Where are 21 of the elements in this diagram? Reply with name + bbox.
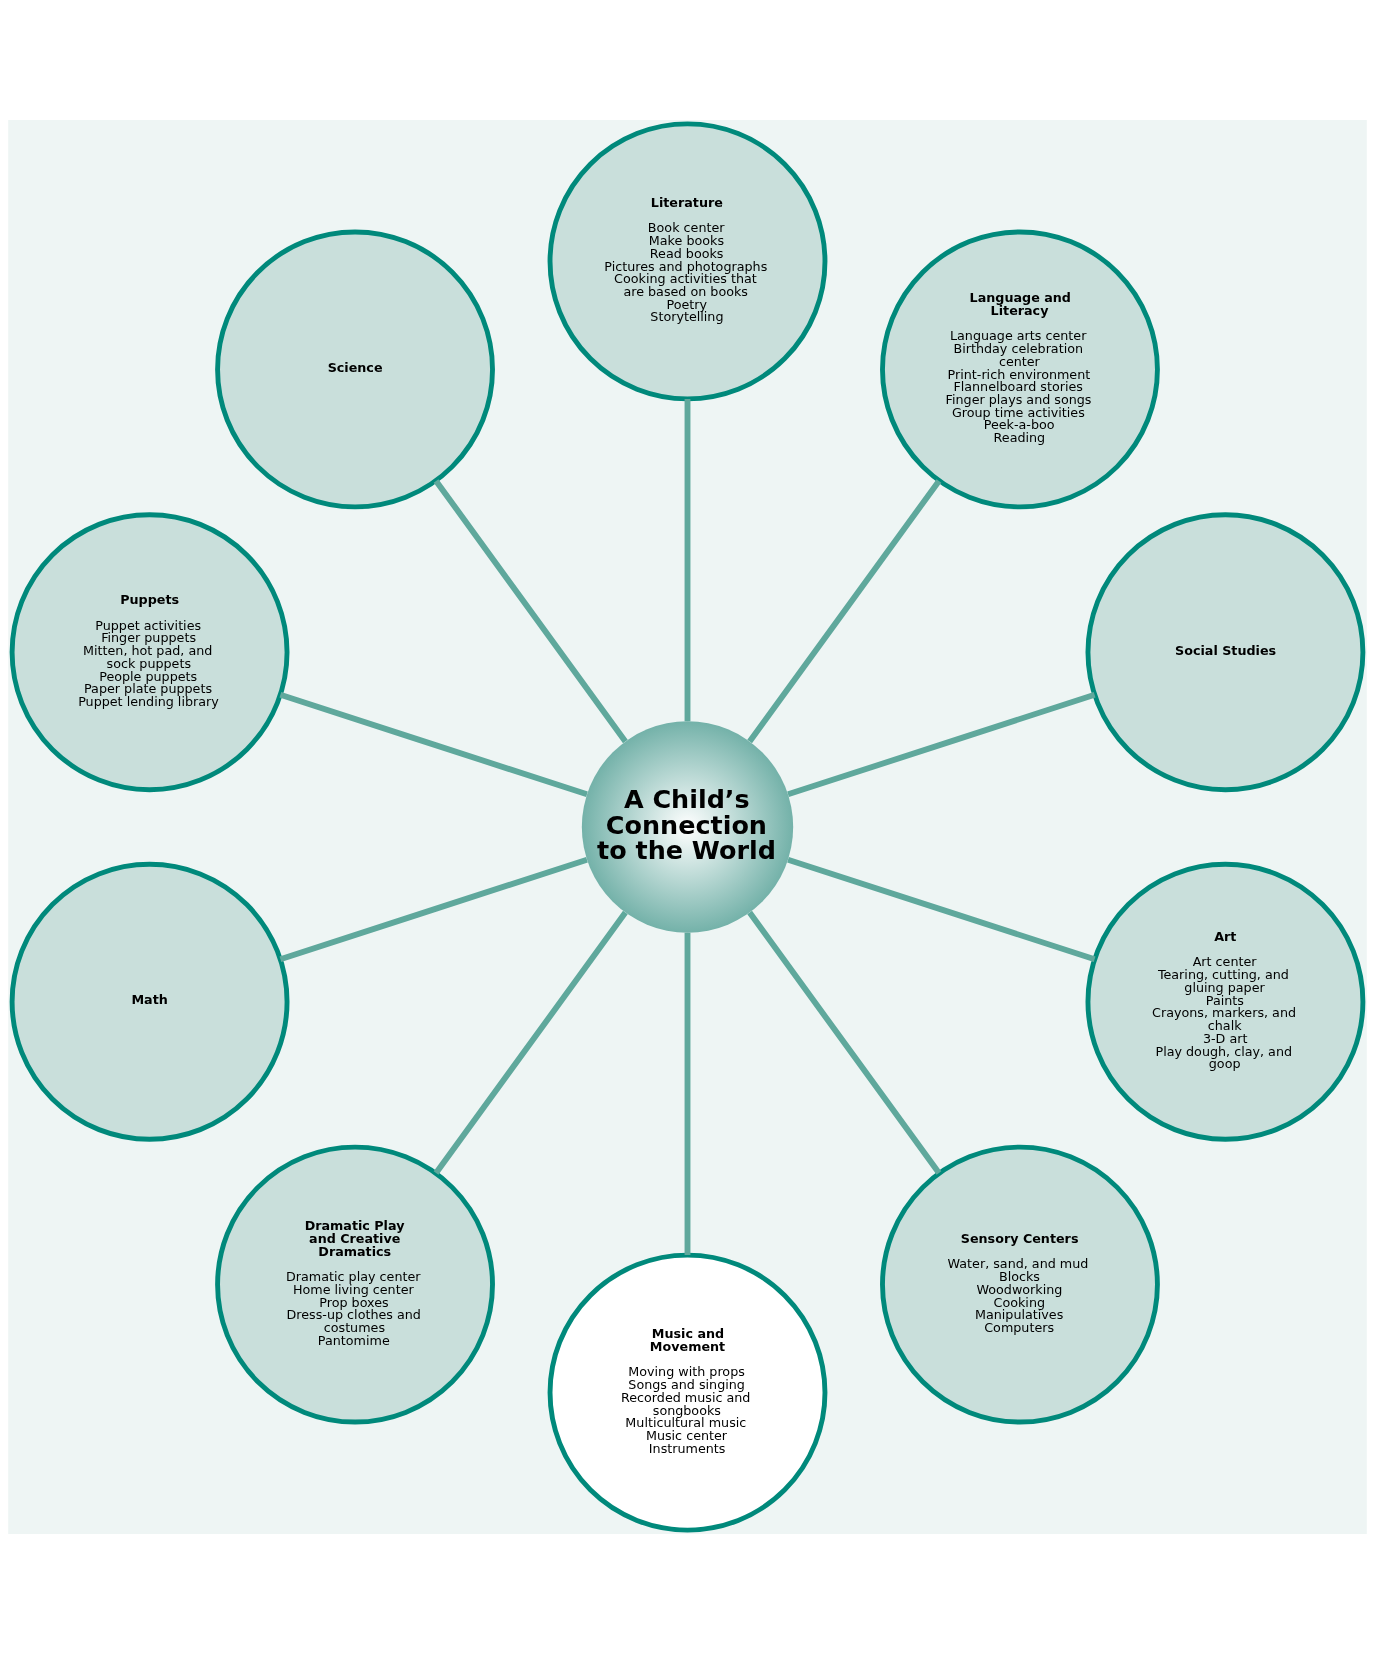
node-circle: Music and Movement Moving with props Songs and singing Recorded music and songbooks Multicultural music Music center Instruments [547, 1252, 828, 1533]
node-circle: Social Studies [1085, 512, 1366, 793]
connector [433, 910, 628, 1175]
node-circle: Dramatic Play and Creative Dramatics Dramatic play center Home living center Prop boxes Dress-up clothes and costumes Pantomime [215, 1144, 495, 1425]
connector [747, 479, 942, 744]
node-circle: Puppets Puppet activities Finger puppets Mitten, hot pad, and sock puppets People puppets Paper plate puppets Puppet lending library [9, 512, 290, 793]
node-circle: Art Art center Tearing, cutting, and gluing paper Paints Crayons, markers, and chalk 3-D art Play dough, clay, and goop [1085, 861, 1366, 1142]
connector [684, 398, 691, 722]
connector [279, 691, 588, 798]
node-circle: Math [9, 861, 290, 1142]
connector [433, 479, 628, 744]
connector [747, 910, 942, 1175]
node-circle: Science [215, 229, 495, 510]
node-circle: Literature Book center Make books Read books Pictures and photographs Cooking activities that are based on books Poetry Storytelling [547, 121, 828, 402]
node-circle: A Child’s Connection to the World [581, 721, 794, 933]
connector [684, 932, 691, 1256]
connector [787, 691, 1096, 798]
connector [787, 856, 1096, 963]
node-circle: Sensory Centers Water, sand, and mud Blocks Woodworking Cooking Manipulatives Computers [880, 1144, 1160, 1425]
node-circle: Language and Literacy Language arts center Birthday celebration center Print-rich environment Flannelboard stories Finger plays and songs Group time activities Peek-a-boo Reading [880, 229, 1160, 510]
connector [279, 856, 588, 963]
